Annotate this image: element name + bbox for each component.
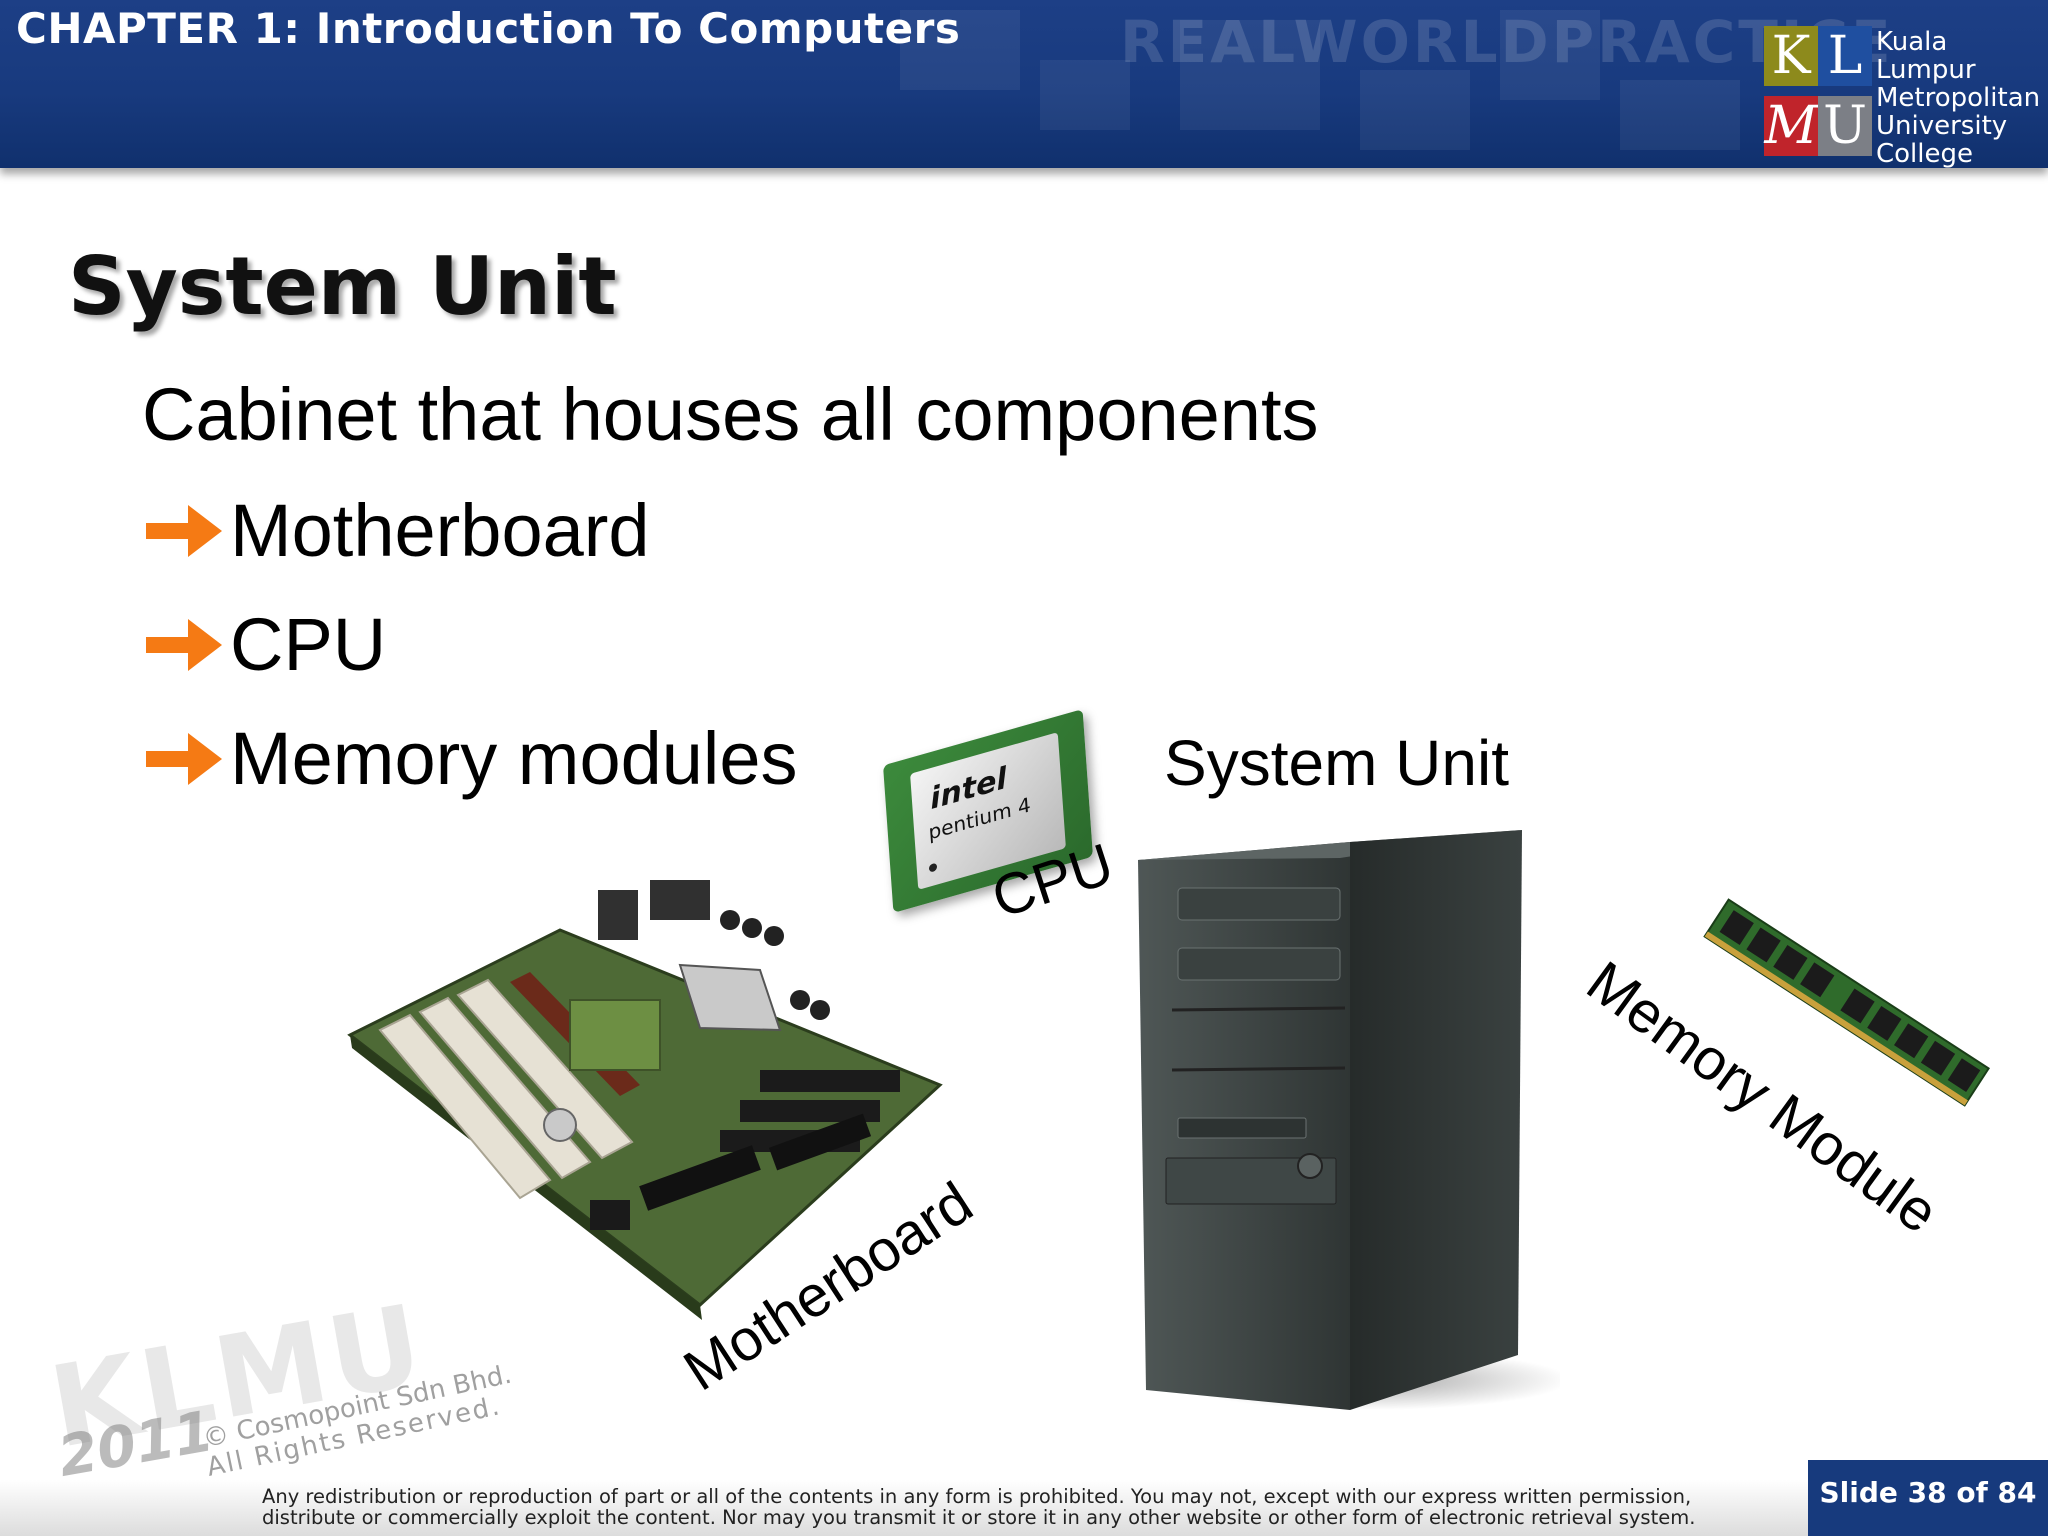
arrow-bullet-icon (146, 732, 222, 785)
logo-letter-l: L (1818, 26, 1872, 86)
bullet-item: CPU (144, 602, 386, 687)
footer-notice: Any redistribution or reproduction of pa… (262, 1486, 1695, 1528)
motherboard-image (347, 880, 943, 1320)
caption-system-unit: System Unit (1164, 727, 1509, 799)
slide-subtitle: Cabinet that houses all components (142, 373, 1319, 456)
bullet-label: Motherboard (230, 489, 650, 572)
logo-line: University (1876, 111, 2008, 141)
memory-module-image (1703, 898, 1990, 1107)
header-background-text: REALWORLDPRACTICE (1120, 8, 1894, 76)
logo-letter-u: U (1818, 96, 1872, 156)
header-bar: REALWORLDPRACTICE CHAPTER 1: Introductio… (0, 0, 2048, 168)
bullet-item: Motherboard (144, 488, 650, 573)
logo-line: Metropolitan (1876, 83, 2041, 113)
chapter-title: CHAPTER 1: Introduction To Computers (16, 4, 961, 53)
slide-title: System Unit (68, 240, 617, 333)
logo-text: Kuala Lumpur Metropolitan University Col… (1876, 28, 2048, 168)
bullet-label: CPU (230, 603, 387, 686)
footer-notice-line: Any redistribution or reproduction of pa… (262, 1485, 1692, 1508)
system-unit-tower-image (1138, 830, 1560, 1410)
slide-counter: Slide 38 of 84 (1808, 1460, 2048, 1536)
arrow-bullet-icon (146, 504, 222, 557)
logo-line: Kuala Lumpur (1876, 27, 1976, 85)
bullet-label: Memory modules (230, 717, 798, 800)
logo-line: College (1876, 139, 1974, 168)
watermark: KLMU 2011 © Cosmopoint Sdn Bhd. All Righ… (0, 1280, 660, 1490)
logo-letter-m: M (1764, 96, 1818, 156)
arrow-bullet-icon (146, 618, 222, 671)
footer-notice-line: distribute or commercially exploit the c… (262, 1506, 1696, 1529)
footer-bar: Any redistribution or reproduction of pa… (0, 1480, 2048, 1536)
klmu-logo: K L M U Kuala Lumpur Metropolitan Univer… (1764, 18, 2048, 168)
logo-letter-k: K (1764, 26, 1818, 86)
bullet-item: Memory modules (144, 716, 798, 801)
